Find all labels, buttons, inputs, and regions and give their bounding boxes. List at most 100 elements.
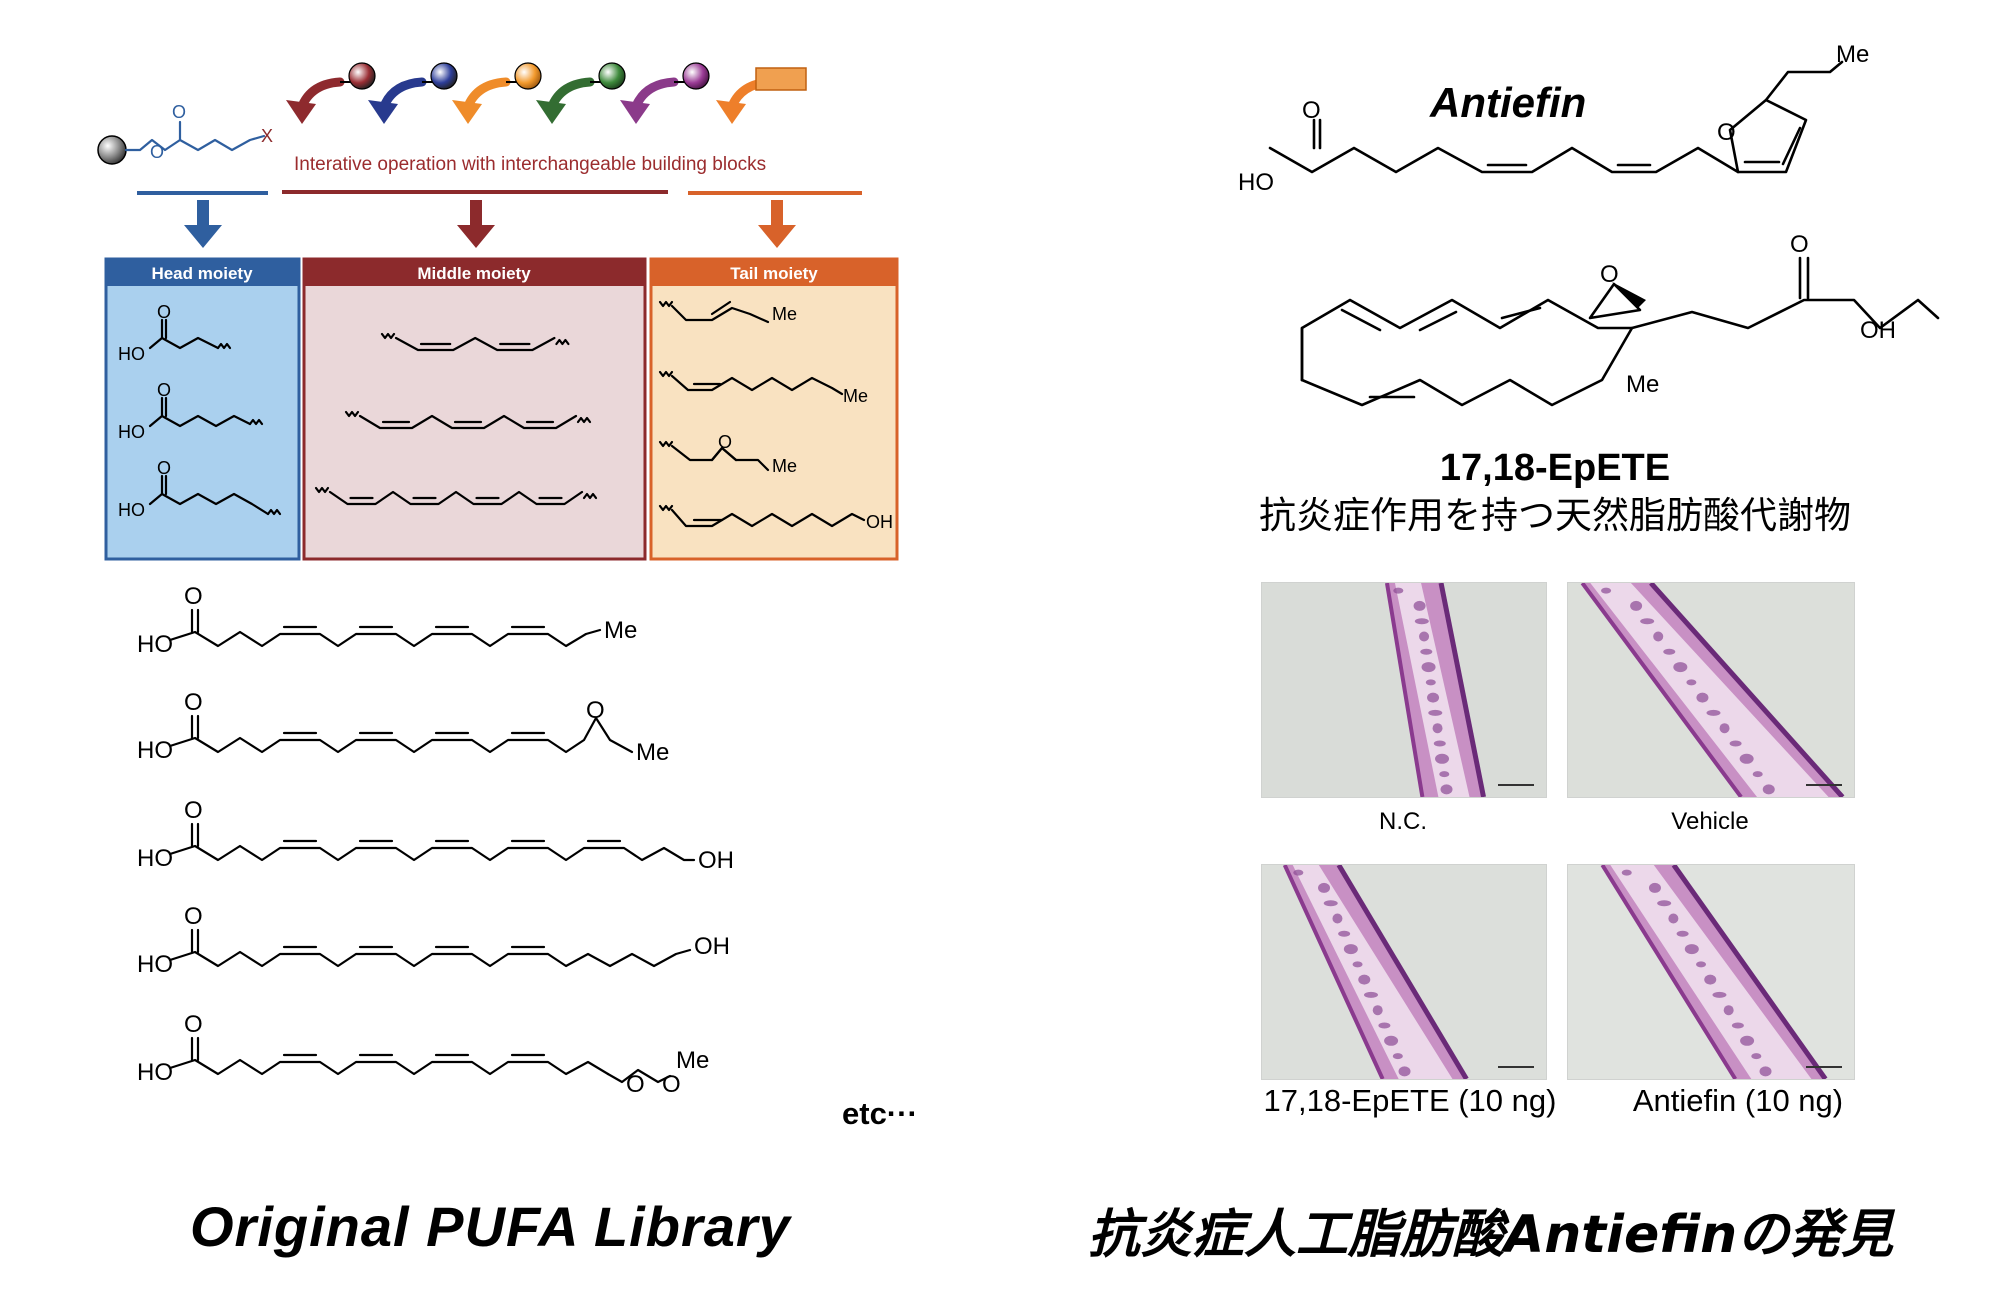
tail1-wavy <box>658 300 674 308</box>
tail4-chain <box>670 508 866 528</box>
tail-moiety-title: Tail moiety <box>730 264 818 283</box>
right-bottom-title: 抗炎症人工脂肪酸Antiefinの発見 <box>1088 1205 1894 1265</box>
cell-nucleus <box>1696 692 1709 703</box>
tail1-double <box>710 300 732 316</box>
middle-chain-1-wavy-start <box>380 332 396 340</box>
tissue-stroma <box>1394 583 1470 797</box>
epete-chain-upper <box>1300 298 1940 407</box>
building-block-bead-3 <box>514 62 542 90</box>
product-3-ho: HO <box>137 845 173 872</box>
epidermis-edge-left <box>1384 583 1425 797</box>
cell-nucleus <box>1648 882 1661 893</box>
product-2-end-label: Me <box>636 739 669 766</box>
product-5-o: O <box>184 1011 203 1038</box>
middle-box-frame <box>302 257 647 561</box>
product-3-end-label: OH <box>698 847 734 874</box>
product-2-o: O <box>184 689 203 716</box>
middle-chain-3-wavy-start <box>314 486 330 494</box>
head1-o: O <box>157 302 171 322</box>
tail-building-block <box>755 67 807 91</box>
arrowhead-5 <box>620 100 650 124</box>
head1-ho: HO <box>118 344 145 364</box>
cell-nucleus <box>1729 740 1742 747</box>
cell-nucleus <box>1293 869 1304 876</box>
cell-nucleus <box>1719 723 1730 734</box>
cell-nucleus <box>1398 1066 1411 1077</box>
head1-chain <box>148 336 220 350</box>
cell-nucleus <box>1712 991 1727 998</box>
tail3-wavy <box>658 440 674 448</box>
cell-nucleus <box>1420 648 1433 655</box>
cell-nucleus <box>1663 648 1676 655</box>
cell-nucleus <box>1419 631 1430 642</box>
cell-nucleus <box>1358 974 1371 985</box>
antiefin-furan-double-1 <box>1781 126 1802 166</box>
product-1-backbone <box>168 628 602 648</box>
building-block-bead-4 <box>598 62 626 90</box>
tail2-chain <box>670 374 844 396</box>
linker-ester-o: O <box>150 142 164 162</box>
product-2-ho: HO <box>137 737 173 764</box>
cell-nucleus <box>1676 930 1689 937</box>
cell-nucleus <box>1657 900 1672 907</box>
building-block-arrows <box>286 62 775 124</box>
product-2-backbone <box>168 716 634 754</box>
epete-double-3 <box>1500 306 1542 320</box>
cell-nucleus <box>1428 709 1443 716</box>
cell-nucleus <box>1731 1022 1744 1029</box>
cell-nucleus <box>1752 771 1763 778</box>
epidermis-edge-left <box>1580 583 1743 797</box>
building-block-bead-2 <box>430 62 458 90</box>
middle-chain-1-backbone <box>394 336 556 352</box>
cell-nucleus <box>1332 913 1343 924</box>
tail3-epoxide <box>710 446 738 462</box>
resin-bead-linker: O O X <box>97 102 273 165</box>
head-box-header <box>106 259 299 286</box>
cell-nucleus <box>1762 784 1775 795</box>
product-4-ho: HO <box>137 951 173 978</box>
tissue-stroma <box>1610 865 1812 1079</box>
product-5-ether-o-1: O <box>626 1071 645 1098</box>
epete-chain-left <box>1300 298 1634 382</box>
cell-nucleus <box>1740 1035 1755 1046</box>
tail-moiety-box: Tail moiety Me Me O Me OH <box>649 257 899 561</box>
histology-caption-2: Vehicle <box>1671 808 1749 835</box>
epidermis-edge-left <box>1282 865 1385 1079</box>
head-moiety-box: Head moiety HO O HO O HO O <box>104 257 301 561</box>
arrowhead-2 <box>368 100 398 124</box>
left-bottom-title: Original PUFA Library <box>190 1195 791 1258</box>
middle-chain-2-wavy-end <box>576 416 592 424</box>
head3-chain <box>148 492 270 516</box>
antiefin-me: Me <box>1836 41 1869 68</box>
epete-epoxide-o: O <box>1600 261 1619 288</box>
tail3-o: O <box>718 432 732 452</box>
antiefin-furan-ring <box>1728 98 1808 174</box>
epete-structure: O O OH Me 17,18-EpETE 抗炎症作用を持つ天然脂肪酸代謝物 <box>1259 231 1940 537</box>
cell-nucleus <box>1338 930 1351 937</box>
product-1-o: O <box>184 583 203 610</box>
product-5-ho: HO <box>137 1059 173 1086</box>
tail1-chain <box>670 304 770 324</box>
head2-wavy <box>248 418 264 426</box>
cell-nucleus <box>1739 753 1754 764</box>
epidermis-edge <box>1438 583 1486 797</box>
tail-box-frame <box>649 257 899 561</box>
linker-carbonyl-o: O <box>172 102 186 122</box>
histology-image-2 <box>1568 583 1854 797</box>
cell-nucleus <box>1439 771 1450 778</box>
product-5-ether-o-2: O <box>662 1071 681 1098</box>
epete-double-1 <box>1340 308 1382 332</box>
cell-nucleus <box>1421 662 1436 673</box>
middle-chain-2-wavy-start <box>344 410 360 418</box>
antiefin-chain <box>1268 146 1740 174</box>
tail4-wavy <box>658 504 674 512</box>
cell-nucleus <box>1673 662 1688 673</box>
histology-caption-1: N.C. <box>1379 808 1427 835</box>
histology-image-3 <box>1262 865 1546 1079</box>
middle-down-arrow <box>457 200 495 248</box>
middle-chain-1-wavy-end <box>555 338 570 346</box>
cell-nucleus <box>1392 1053 1403 1060</box>
